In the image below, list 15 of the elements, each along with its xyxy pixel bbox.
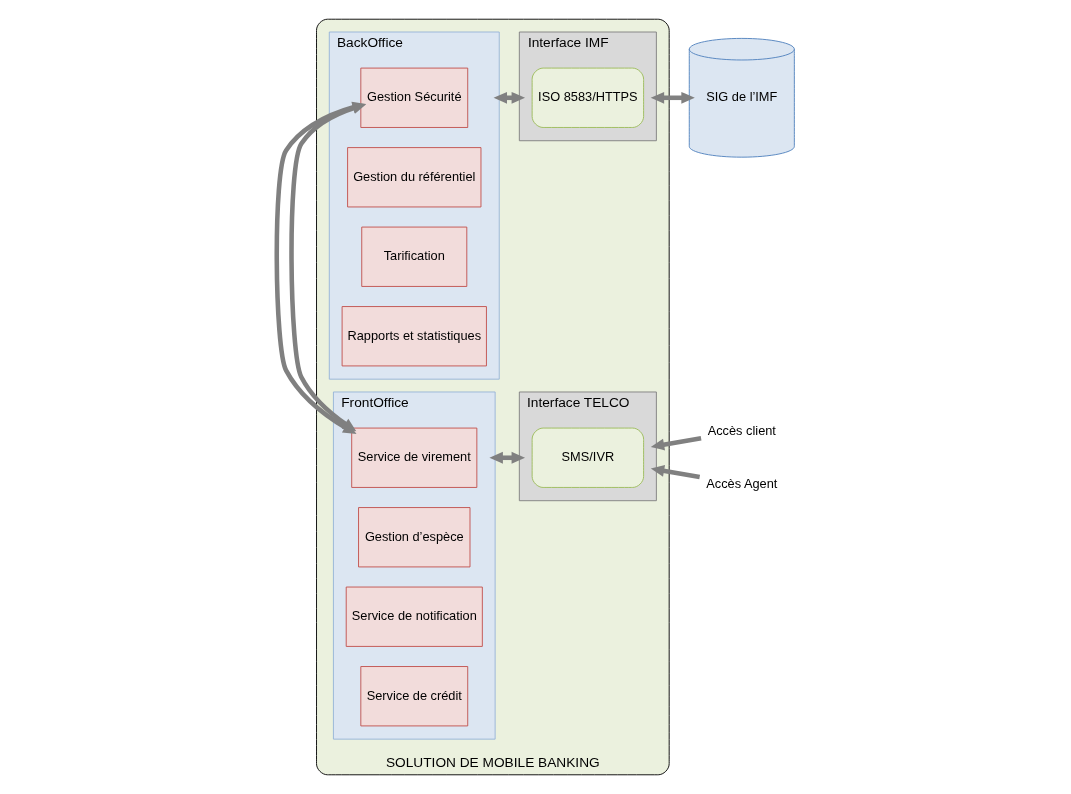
arrow [650,91,695,104]
node-box: ISO 8583/HTTPS [531,67,645,128]
node-box: Gestion Sécurité [360,67,469,128]
arrow [650,435,702,451]
node-text: Accès Agent [706,475,778,491]
node-box: Service de virement [351,427,478,488]
node-box: Gestion d’espèce [358,507,471,568]
node-box: Service de notification [345,586,483,647]
node-box: Gestion du référentiel [347,147,482,208]
node-text: Accès client [707,422,776,438]
node-box: Rapports et statistiques [341,306,487,367]
node-box: SMS/IVR [531,427,645,488]
arrow [650,465,701,480]
node-box: Tarification [361,226,468,287]
node-box: Service de crédit [360,666,469,727]
